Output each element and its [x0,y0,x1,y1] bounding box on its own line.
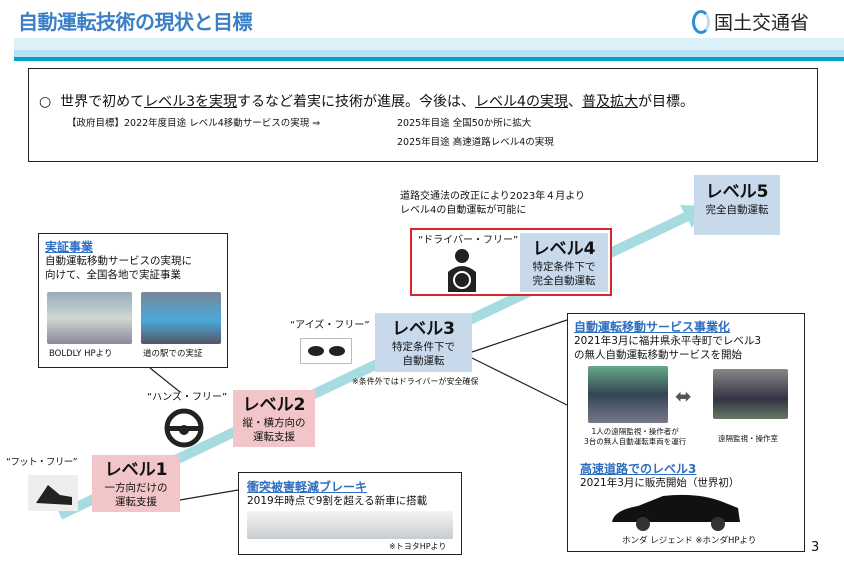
demo-title: 実証事業 [45,240,94,254]
level4-nickname: “ドライバー・フリー” [418,235,519,246]
honda-legend-photo [608,492,743,536]
steering-wheel-icon [162,408,206,452]
goal-1: 2025年目途 全国50か所に拡大 [397,118,532,129]
driver-icon [445,248,479,296]
highway-body: 2021年3月に販売開始（世界初） [580,477,740,489]
header-band [14,38,844,50]
service-caption-2: 遠隔監視・操作室 [718,434,778,443]
service-caption-1: 1人の遠隔監視・操作者が 3台の無人自動運転車両を運行 [584,427,687,446]
summary-box: ○ 世界で初めてレベル3を実現するなど着実に技術が進展。今後は、レベル4の実現、… [28,68,818,162]
highway-caption: ホンダ レジェンド ※ホンダHPより [622,536,757,546]
foot-icon [28,475,78,511]
logo-text: 国土交通省 [714,12,810,34]
brake-photo [247,511,453,539]
demo-callout: 実証事業 自動運転移動サービスの実現に 向けて、全国各地で実証事業 BOLDLY… [38,233,228,368]
logo-mark-icon [692,9,710,34]
vehicle-photo [588,366,668,423]
mlit-logo: 国土交通省 [692,8,809,35]
service-callout: 自動運転移動サービス事業化 2021年3月に福井県永平寺町でレベル3 の無人自動… [567,313,805,552]
page-number: 3 [811,540,820,555]
header-band [14,50,844,57]
service-title: 自動運転移動サービス事業化 [574,320,731,334]
level1-nickname: “フット・フリー” [6,457,78,468]
control-room-photo [713,369,788,419]
demo-caption-1: BOLDLY HPより [49,349,113,359]
level4-note: 道路交通法の改正により2023年４月より レベル4の自動運転が可能に [400,191,586,216]
brake-callout: 衝突被害軽減ブレーキ 2019年時点で9割を超える新車に搭載 ※トヨタHPより [238,472,462,555]
roadside-station-photo [141,292,221,344]
brake-title: 衝突被害軽減ブレーキ [247,480,368,494]
demo-body: 自動運転移動サービスの実現に 向けて、全国各地で実証事業 [45,255,192,281]
brake-source: ※トヨタHPより [389,542,447,551]
double-arrow-icon: ⬌ [675,384,692,408]
goal-label: 【政府目標】2022年度目途 レベル4移動サービスの実現 ⇒ [67,118,321,129]
level3-nickname: “アイズ・フリー” [290,320,370,331]
page-title: 自動運転技術の現状と目標 [18,10,253,34]
highway-title: 高速道路でのレベル3 [580,462,697,476]
brake-body: 2019年時点で9割を超える新車に搭載 [247,495,428,507]
bus-photo [47,292,132,344]
level2-nickname: “ハンズ・フリー” [147,392,228,403]
level3-note: ※条件外ではドライバーが安全確保 [352,377,479,386]
demo-caption-2: 道の駅での実証 [143,349,203,359]
eyes-icon [300,338,352,364]
service-body: 2021年3月に福井県永平寺町でレベル3 の無人自動運転移動サービスを開始 [574,335,762,361]
goal-2: 2025年目途 高速道路レベル4の実現 [397,137,554,148]
header-rule [14,57,844,61]
summary-text: ○ 世界で初めてレベル3を実現するなど着実に技術が進展。今後は、レベル4の実現、… [39,94,694,110]
